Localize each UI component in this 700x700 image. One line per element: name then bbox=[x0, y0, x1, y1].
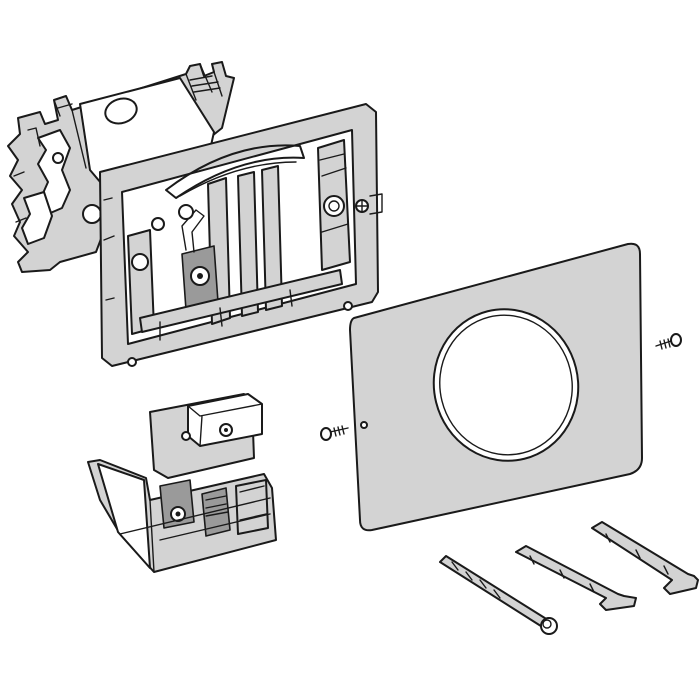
fixing-screw-left bbox=[320, 425, 349, 441]
control-module bbox=[87, 393, 277, 573]
actuator-plate bbox=[349, 242, 643, 532]
fixing-screw-right bbox=[655, 333, 682, 350]
mounting-frame-front bbox=[99, 103, 383, 367]
stud-left bbox=[439, 555, 558, 635]
stud-right bbox=[591, 521, 699, 595]
stud-middle bbox=[515, 545, 637, 611]
